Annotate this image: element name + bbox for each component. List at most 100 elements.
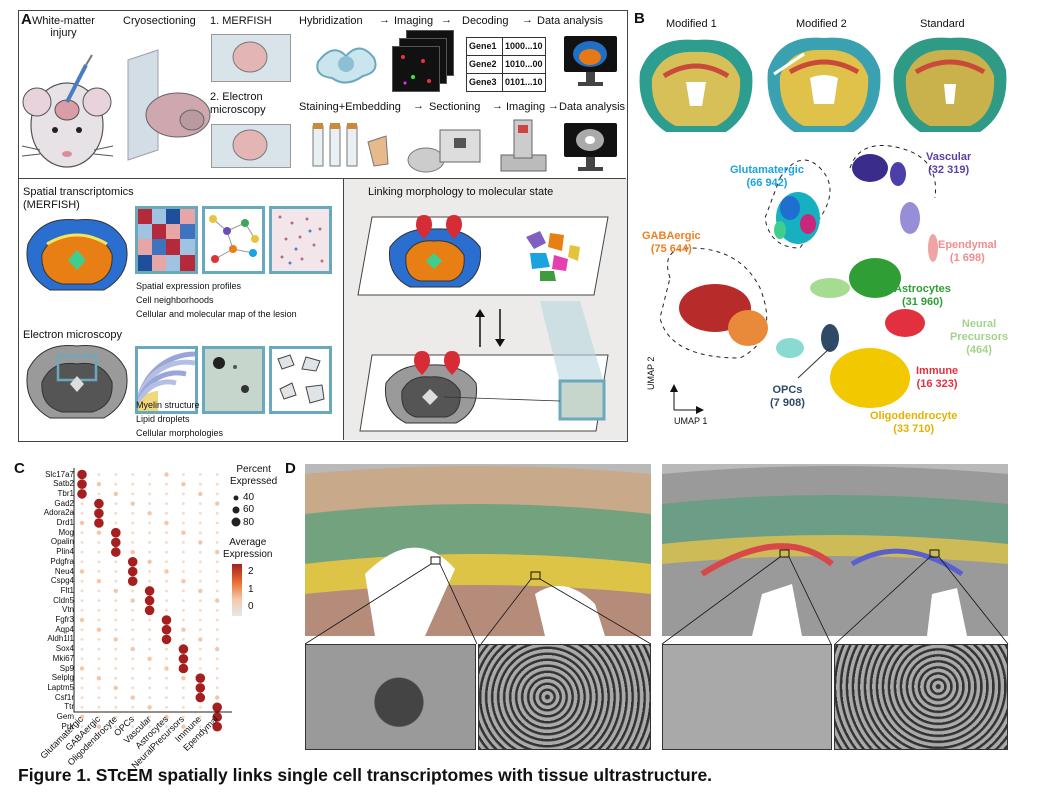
dot	[181, 482, 186, 487]
dot	[198, 502, 202, 505]
dot	[215, 686, 219, 690]
dot	[198, 725, 202, 729]
tile-cell-neighborhoods	[202, 206, 265, 274]
dot	[148, 647, 152, 651]
dot	[131, 715, 135, 719]
dot	[148, 628, 152, 632]
gene-label: Gem	[56, 712, 74, 721]
tile-myelin	[135, 346, 198, 414]
dot	[182, 570, 185, 573]
tile-cell-morphologies	[269, 346, 332, 414]
dot	[130, 646, 135, 652]
dot	[164, 569, 169, 574]
dot	[96, 627, 102, 632]
dot	[198, 715, 202, 719]
gene-label: Selplg	[51, 673, 74, 683]
pipeline1-hybridization: Hybridization	[299, 15, 363, 27]
cluster-label-neural-precursors: Neural Precursors (464)	[950, 318, 1008, 357]
tile-lipid-droplets	[202, 346, 265, 414]
dot	[182, 705, 185, 709]
dot	[215, 511, 219, 515]
cluster-oligodendrocyte-name: Oligodendrocyte	[870, 410, 958, 422]
gene2-name: Gene2	[467, 56, 503, 73]
dot	[165, 531, 168, 535]
dot	[97, 492, 101, 496]
dot	[131, 686, 135, 690]
dot	[148, 686, 152, 690]
arrow-1: →	[379, 14, 390, 26]
cluster-label-immune: Immune (16 323)	[916, 365, 958, 391]
gene-label: Ttr	[64, 702, 74, 712]
dot	[114, 579, 118, 583]
dot	[79, 569, 85, 574]
legend-percent-title: Percent Expressed	[230, 464, 278, 487]
dot	[148, 638, 152, 641]
dot	[97, 608, 101, 612]
dot	[182, 502, 185, 505]
legend-expression-2: 2	[248, 566, 254, 577]
dot	[80, 579, 84, 583]
dot	[181, 627, 186, 632]
dot	[165, 725, 168, 729]
gene-label: Sox4	[55, 644, 74, 654]
dot	[182, 541, 185, 544]
dot	[215, 541, 219, 544]
cluster-ependymal-name: Ependymal	[938, 239, 997, 251]
dot	[198, 531, 202, 535]
dot	[198, 473, 202, 476]
arrow-2: →	[441, 14, 452, 26]
dot	[198, 657, 202, 661]
dot	[195, 673, 206, 683]
dot	[212, 712, 222, 722]
dot	[80, 550, 84, 554]
dot	[97, 550, 101, 554]
dot	[127, 557, 138, 567]
dot	[195, 683, 206, 693]
dot	[182, 589, 185, 593]
tile-expression-heatmap	[135, 206, 198, 274]
dot	[80, 657, 84, 661]
cluster-vascular-name: Vascular	[926, 151, 972, 163]
cluster-neural-precursors-count: (464)	[966, 344, 992, 356]
dot	[80, 502, 84, 505]
legend-size-dot	[232, 506, 240, 514]
section-modified-1	[639, 39, 753, 132]
dot	[97, 696, 101, 699]
tissue-section-right	[662, 464, 1008, 636]
dot	[97, 541, 101, 544]
dot	[182, 550, 185, 554]
dot	[182, 638, 185, 641]
cluster-gabaergic-name: GABAergic	[642, 230, 701, 242]
dot	[96, 482, 102, 487]
dot	[97, 715, 101, 719]
dot	[80, 531, 84, 535]
gene1-name: Gene1	[467, 38, 503, 55]
dot	[131, 521, 135, 525]
cluster-gabaergic-count: (75 644)	[650, 243, 692, 255]
pipeline1-analysis: Data analysis	[537, 15, 604, 27]
dot	[181, 676, 186, 681]
dot	[212, 702, 222, 713]
dot	[165, 550, 168, 554]
dot	[114, 676, 118, 680]
dot	[165, 511, 168, 515]
dot	[131, 473, 135, 476]
spatial-item-1: Spatial expression profiles	[136, 281, 242, 291]
dot	[77, 489, 87, 499]
panel-a-frame	[18, 10, 628, 442]
pipeline1-decoding: Decoding	[462, 15, 509, 27]
gene-label: Plin4	[56, 547, 74, 557]
em-slide-brain	[232, 129, 268, 161]
dot	[164, 520, 169, 526]
dot	[148, 676, 152, 680]
dot	[97, 638, 101, 641]
dot	[198, 570, 202, 573]
em-item-1: Myelin structure	[136, 400, 200, 410]
dot	[215, 676, 219, 680]
dot	[198, 540, 203, 545]
dot	[80, 608, 84, 612]
dot	[130, 598, 135, 603]
legend-size-dot	[233, 495, 239, 501]
dot	[182, 473, 185, 476]
cluster-label-astrocytes: Astrocytes (31 960)	[894, 283, 951, 309]
